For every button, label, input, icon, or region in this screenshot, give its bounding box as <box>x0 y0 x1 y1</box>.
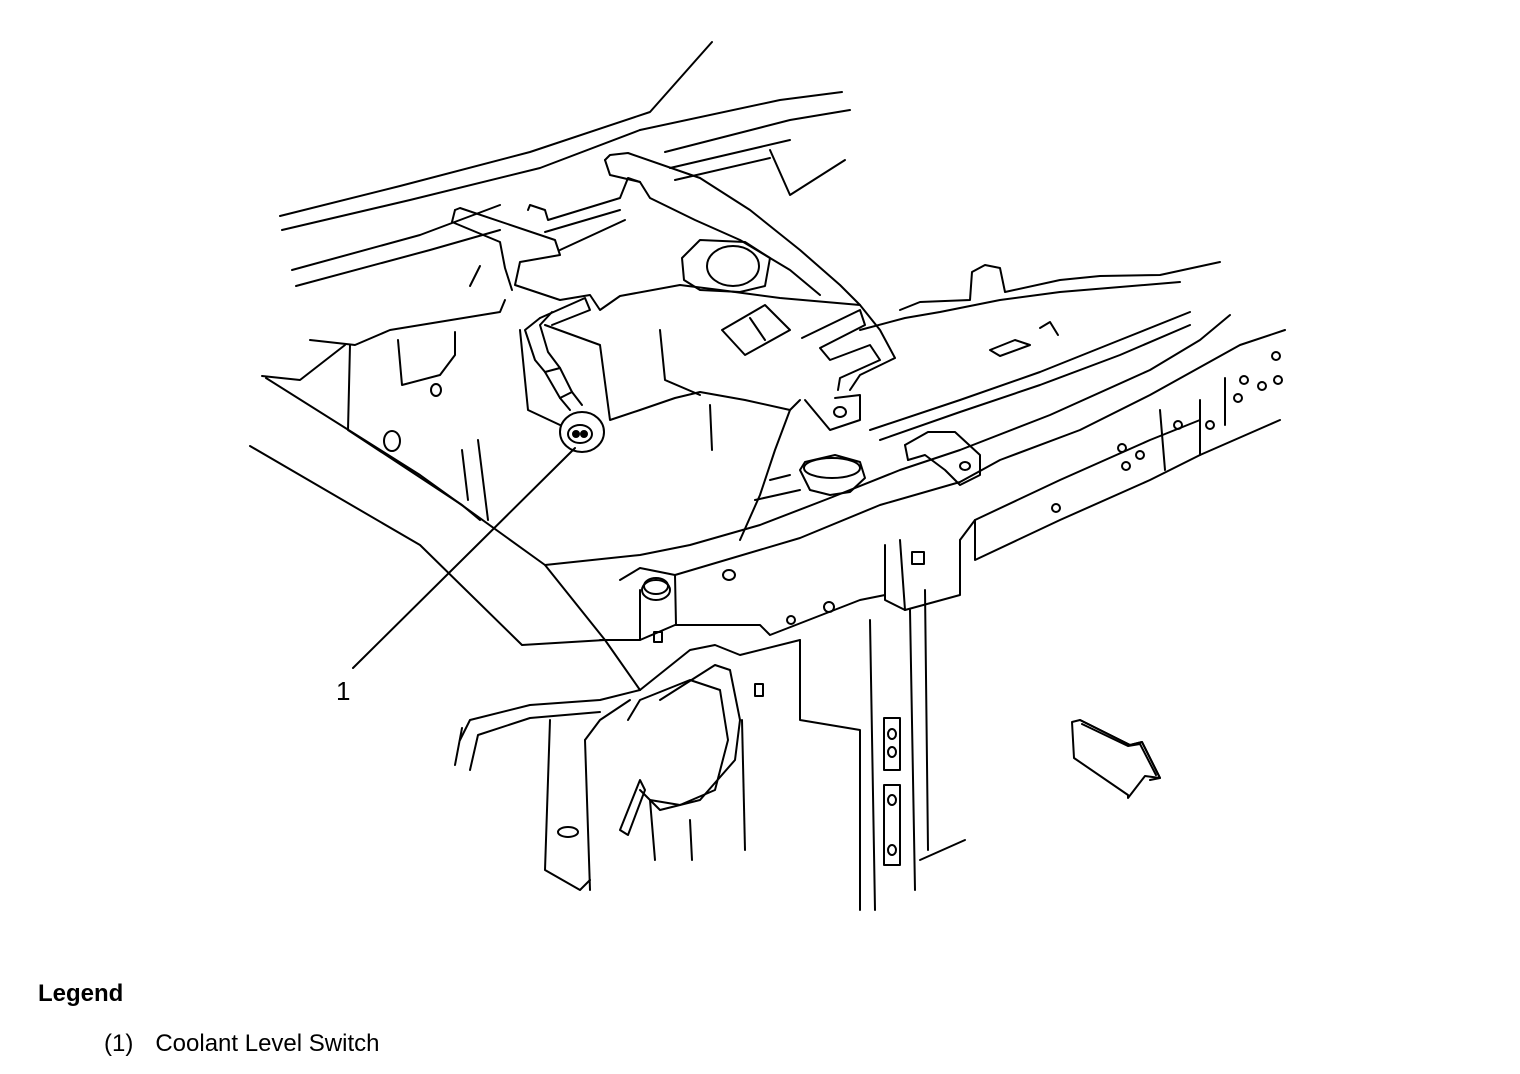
coolant-reservoir <box>451 152 896 451</box>
fender-rail <box>859 261 1221 441</box>
callout-number: 1 <box>336 676 350 706</box>
legend-item-label: Coolant Level Switch <box>155 1030 380 1057</box>
hood-panel <box>249 344 641 691</box>
legend-item: (1) Coolant Level Switch <box>104 1030 379 1058</box>
legend-list: (1) Coolant Level Switch <box>104 1030 379 1058</box>
fan-shroud <box>454 589 966 911</box>
engine-compartment-diagram: 1 <box>249 41 1286 911</box>
legend-item-key: (1) <box>104 1030 134 1057</box>
inner-fender <box>309 265 506 521</box>
radiator-support <box>544 314 1286 643</box>
cowl-lines <box>279 41 851 287</box>
hood-latch-area <box>739 409 981 541</box>
legend-title: Legend <box>38 980 124 1007</box>
front-arrow-icon <box>1071 719 1161 799</box>
coolant-level-switch <box>524 297 605 453</box>
callout-1: 1 <box>336 447 576 706</box>
